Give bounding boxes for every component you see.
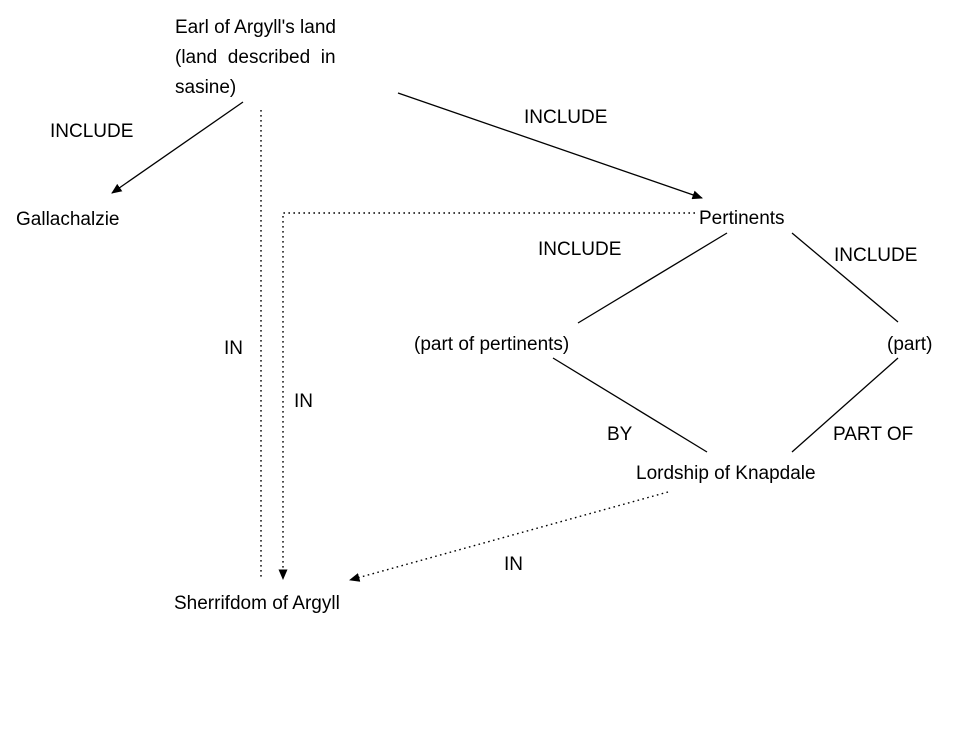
edge-label-include-part: INCLUDE	[834, 245, 918, 266]
node-gallachalzie: Gallachalzie	[16, 209, 120, 230]
node-pertinents: Pertinents	[699, 208, 785, 229]
edge-earl-to-pertinents	[397, 92, 703, 200]
edge-label-include-gallachalzie: INCLUDE	[50, 121, 134, 142]
edge-pertinents-to-part-of-pertinents	[577, 232, 728, 324]
edge-pertinents-to-sherrifdom	[278, 212, 695, 580]
edge-label-include-part-of-pertinents: INCLUDE	[538, 239, 622, 260]
edge-label-include-pertinents: INCLUDE	[524, 107, 608, 128]
edge-label-by: BY	[607, 424, 633, 445]
edge-part-to-lordship	[791, 357, 899, 453]
edge-label-in-bottom: IN	[504, 554, 523, 575]
node-part: (part)	[887, 334, 933, 355]
edge-label-in-left: IN	[224, 338, 243, 359]
node-earl-of-argylls-land: Earl of Argyll's land (land described in…	[175, 17, 336, 98]
edge-earl-to-gallachalzie	[111, 101, 244, 194]
edge-part-of-pertinents-to-lordship	[552, 357, 708, 453]
node-sherrifdom-of-argyll: Sherrifdom of Argyll	[174, 593, 340, 614]
edge-label-part-of: PART OF	[833, 424, 914, 445]
edge-pertinents-to-part	[791, 232, 899, 323]
node-lordship-of-knapdale: Lordship of Knapdale	[636, 463, 816, 484]
edge-label-in-mid: IN	[294, 391, 313, 412]
node-part-of-pertinents: (part of pertinents)	[414, 334, 570, 355]
